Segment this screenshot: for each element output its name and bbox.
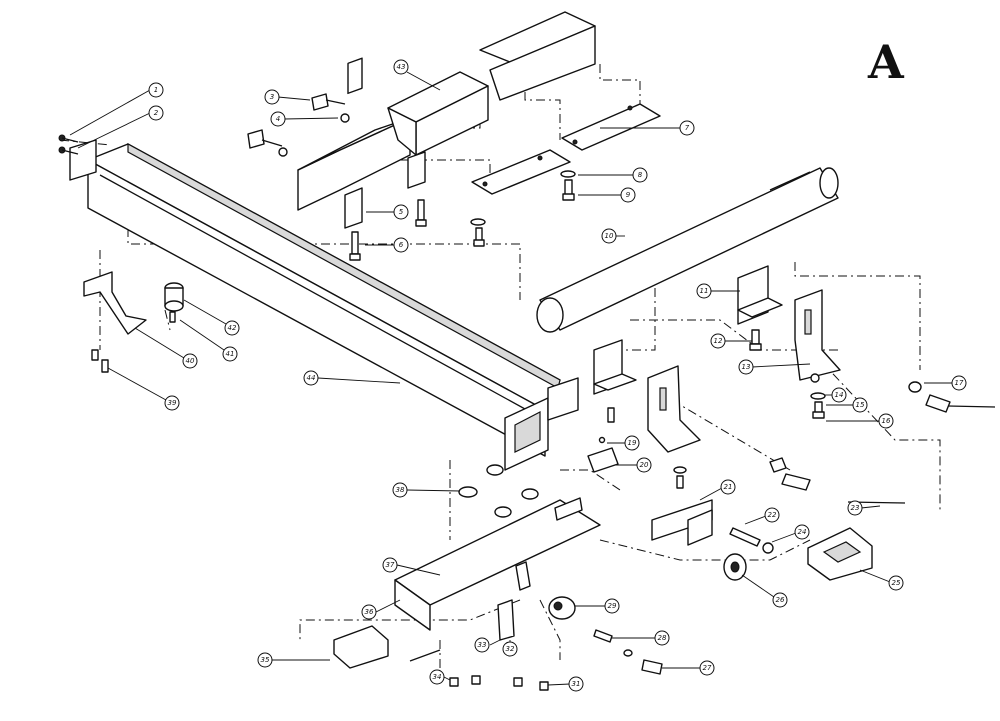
callout-43: 43 bbox=[393, 59, 441, 91]
callout-32: 32 bbox=[502, 640, 518, 657]
svg-text:1: 1 bbox=[154, 86, 158, 94]
svg-text:3: 3 bbox=[270, 93, 274, 101]
callout-22: 22 bbox=[744, 507, 780, 525]
callout-19: 19 bbox=[607, 435, 640, 451]
svg-text:28: 28 bbox=[658, 634, 667, 642]
svg-text:10: 10 bbox=[605, 232, 614, 240]
svg-text:33: 33 bbox=[478, 641, 487, 649]
callout-26: 26 bbox=[741, 574, 788, 608]
callout-23: 23 bbox=[847, 500, 881, 516]
callout-1: 1 bbox=[69, 82, 164, 136]
callout-25: 25 bbox=[859, 569, 904, 591]
top-fasteners bbox=[247, 93, 576, 261]
callout-39: 39 bbox=[107, 367, 180, 411]
svg-text:8: 8 bbox=[638, 171, 643, 179]
svg-text:19: 19 bbox=[628, 439, 637, 447]
svg-text:9: 9 bbox=[626, 191, 631, 199]
svg-text:26: 26 bbox=[776, 596, 785, 604]
callout-44: 44 bbox=[303, 370, 401, 386]
callout-9: 9 bbox=[578, 187, 636, 203]
svg-text:15: 15 bbox=[856, 401, 865, 409]
callout-20: 20 bbox=[615, 457, 652, 473]
svg-text:34: 34 bbox=[433, 673, 442, 681]
callout-4: 4 bbox=[270, 111, 339, 127]
callout-38: 38 bbox=[392, 482, 461, 498]
svg-text:6: 6 bbox=[399, 241, 404, 249]
callout-2: 2 bbox=[77, 105, 164, 149]
right-brackets bbox=[737, 265, 996, 419]
callout-27: 27 bbox=[662, 660, 715, 676]
callout-21: 21 bbox=[699, 479, 736, 501]
callout-29: 29 bbox=[575, 598, 620, 614]
square-tube-assembly bbox=[297, 11, 661, 229]
svg-text:23: 23 bbox=[851, 504, 860, 512]
callout-layer: 1 2 3 4 5 6 7 8 9 10 11 12 13 14 15 16 1… bbox=[69, 59, 967, 692]
svg-text:32: 32 bbox=[506, 645, 515, 653]
svg-text:14: 14 bbox=[835, 391, 844, 399]
svg-text:11: 11 bbox=[700, 287, 709, 295]
svg-text:42: 42 bbox=[228, 324, 237, 332]
left-mount-bracket bbox=[83, 271, 184, 373]
svg-text:2: 2 bbox=[154, 109, 159, 117]
callout-35: 35 bbox=[257, 652, 330, 668]
svg-text:41: 41 bbox=[226, 350, 235, 358]
svg-text:39: 39 bbox=[168, 399, 177, 407]
svg-text:37: 37 bbox=[386, 561, 395, 569]
callout-34: 34 bbox=[429, 669, 451, 685]
callout-37: 37 bbox=[382, 557, 441, 576]
callout-6: 6 bbox=[365, 237, 409, 253]
svg-text:22: 22 bbox=[768, 511, 777, 519]
lower-right-hardware bbox=[548, 501, 906, 675]
svg-text:27: 27 bbox=[703, 664, 712, 672]
svg-text:31: 31 bbox=[572, 680, 581, 688]
callout-8: 8 bbox=[578, 167, 648, 183]
callout-42: 42 bbox=[183, 299, 240, 336]
svg-text:36: 36 bbox=[365, 608, 374, 616]
callout-33: 33 bbox=[474, 637, 501, 653]
lower-support-plate bbox=[333, 464, 601, 669]
svg-text:13: 13 bbox=[742, 363, 751, 371]
callout-41: 41 bbox=[179, 319, 238, 362]
callout-13: 13 bbox=[738, 359, 811, 375]
bottom-fasteners bbox=[409, 649, 549, 691]
callout-5: 5 bbox=[366, 204, 409, 220]
callout-10: 10 bbox=[601, 228, 625, 244]
callout-16: 16 bbox=[826, 413, 894, 429]
svg-text:44: 44 bbox=[307, 374, 316, 382]
svg-text:29: 29 bbox=[608, 602, 617, 610]
svg-text:17: 17 bbox=[955, 379, 964, 387]
callout-14: 14 bbox=[824, 387, 847, 403]
svg-text:24: 24 bbox=[798, 528, 807, 536]
svg-text:25: 25 bbox=[892, 579, 901, 587]
svg-text:38: 38 bbox=[396, 486, 405, 494]
callout-28: 28 bbox=[612, 630, 670, 646]
svg-text:4: 4 bbox=[276, 115, 280, 123]
callout-24: 24 bbox=[771, 524, 810, 543]
callout-3: 3 bbox=[264, 89, 311, 105]
callout-36: 36 bbox=[361, 599, 401, 620]
callout-15: 15 bbox=[826, 397, 868, 413]
callout-11: 11 bbox=[696, 283, 740, 299]
callout-31: 31 bbox=[547, 676, 584, 692]
callout-12: 12 bbox=[710, 333, 752, 349]
svg-text:16: 16 bbox=[882, 417, 891, 425]
sheet-letter: A bbox=[867, 35, 905, 89]
callout-17: 17 bbox=[924, 375, 967, 391]
middle-brackets bbox=[587, 339, 811, 546]
svg-text:12: 12 bbox=[714, 337, 723, 345]
assembly-centerlines bbox=[59, 64, 941, 670]
svg-text:20: 20 bbox=[640, 461, 649, 469]
end-plate-left bbox=[58, 134, 97, 181]
svg-text:40: 40 bbox=[186, 357, 195, 365]
svg-text:7: 7 bbox=[685, 124, 690, 132]
svg-text:21: 21 bbox=[724, 483, 733, 491]
callout-40: 40 bbox=[134, 327, 198, 369]
round-tube bbox=[536, 167, 839, 333]
callout-7: 7 bbox=[600, 120, 695, 136]
svg-text:35: 35 bbox=[261, 656, 270, 664]
svg-text:43: 43 bbox=[397, 63, 406, 71]
main-rail bbox=[87, 142, 579, 471]
svg-text:5: 5 bbox=[399, 208, 404, 216]
